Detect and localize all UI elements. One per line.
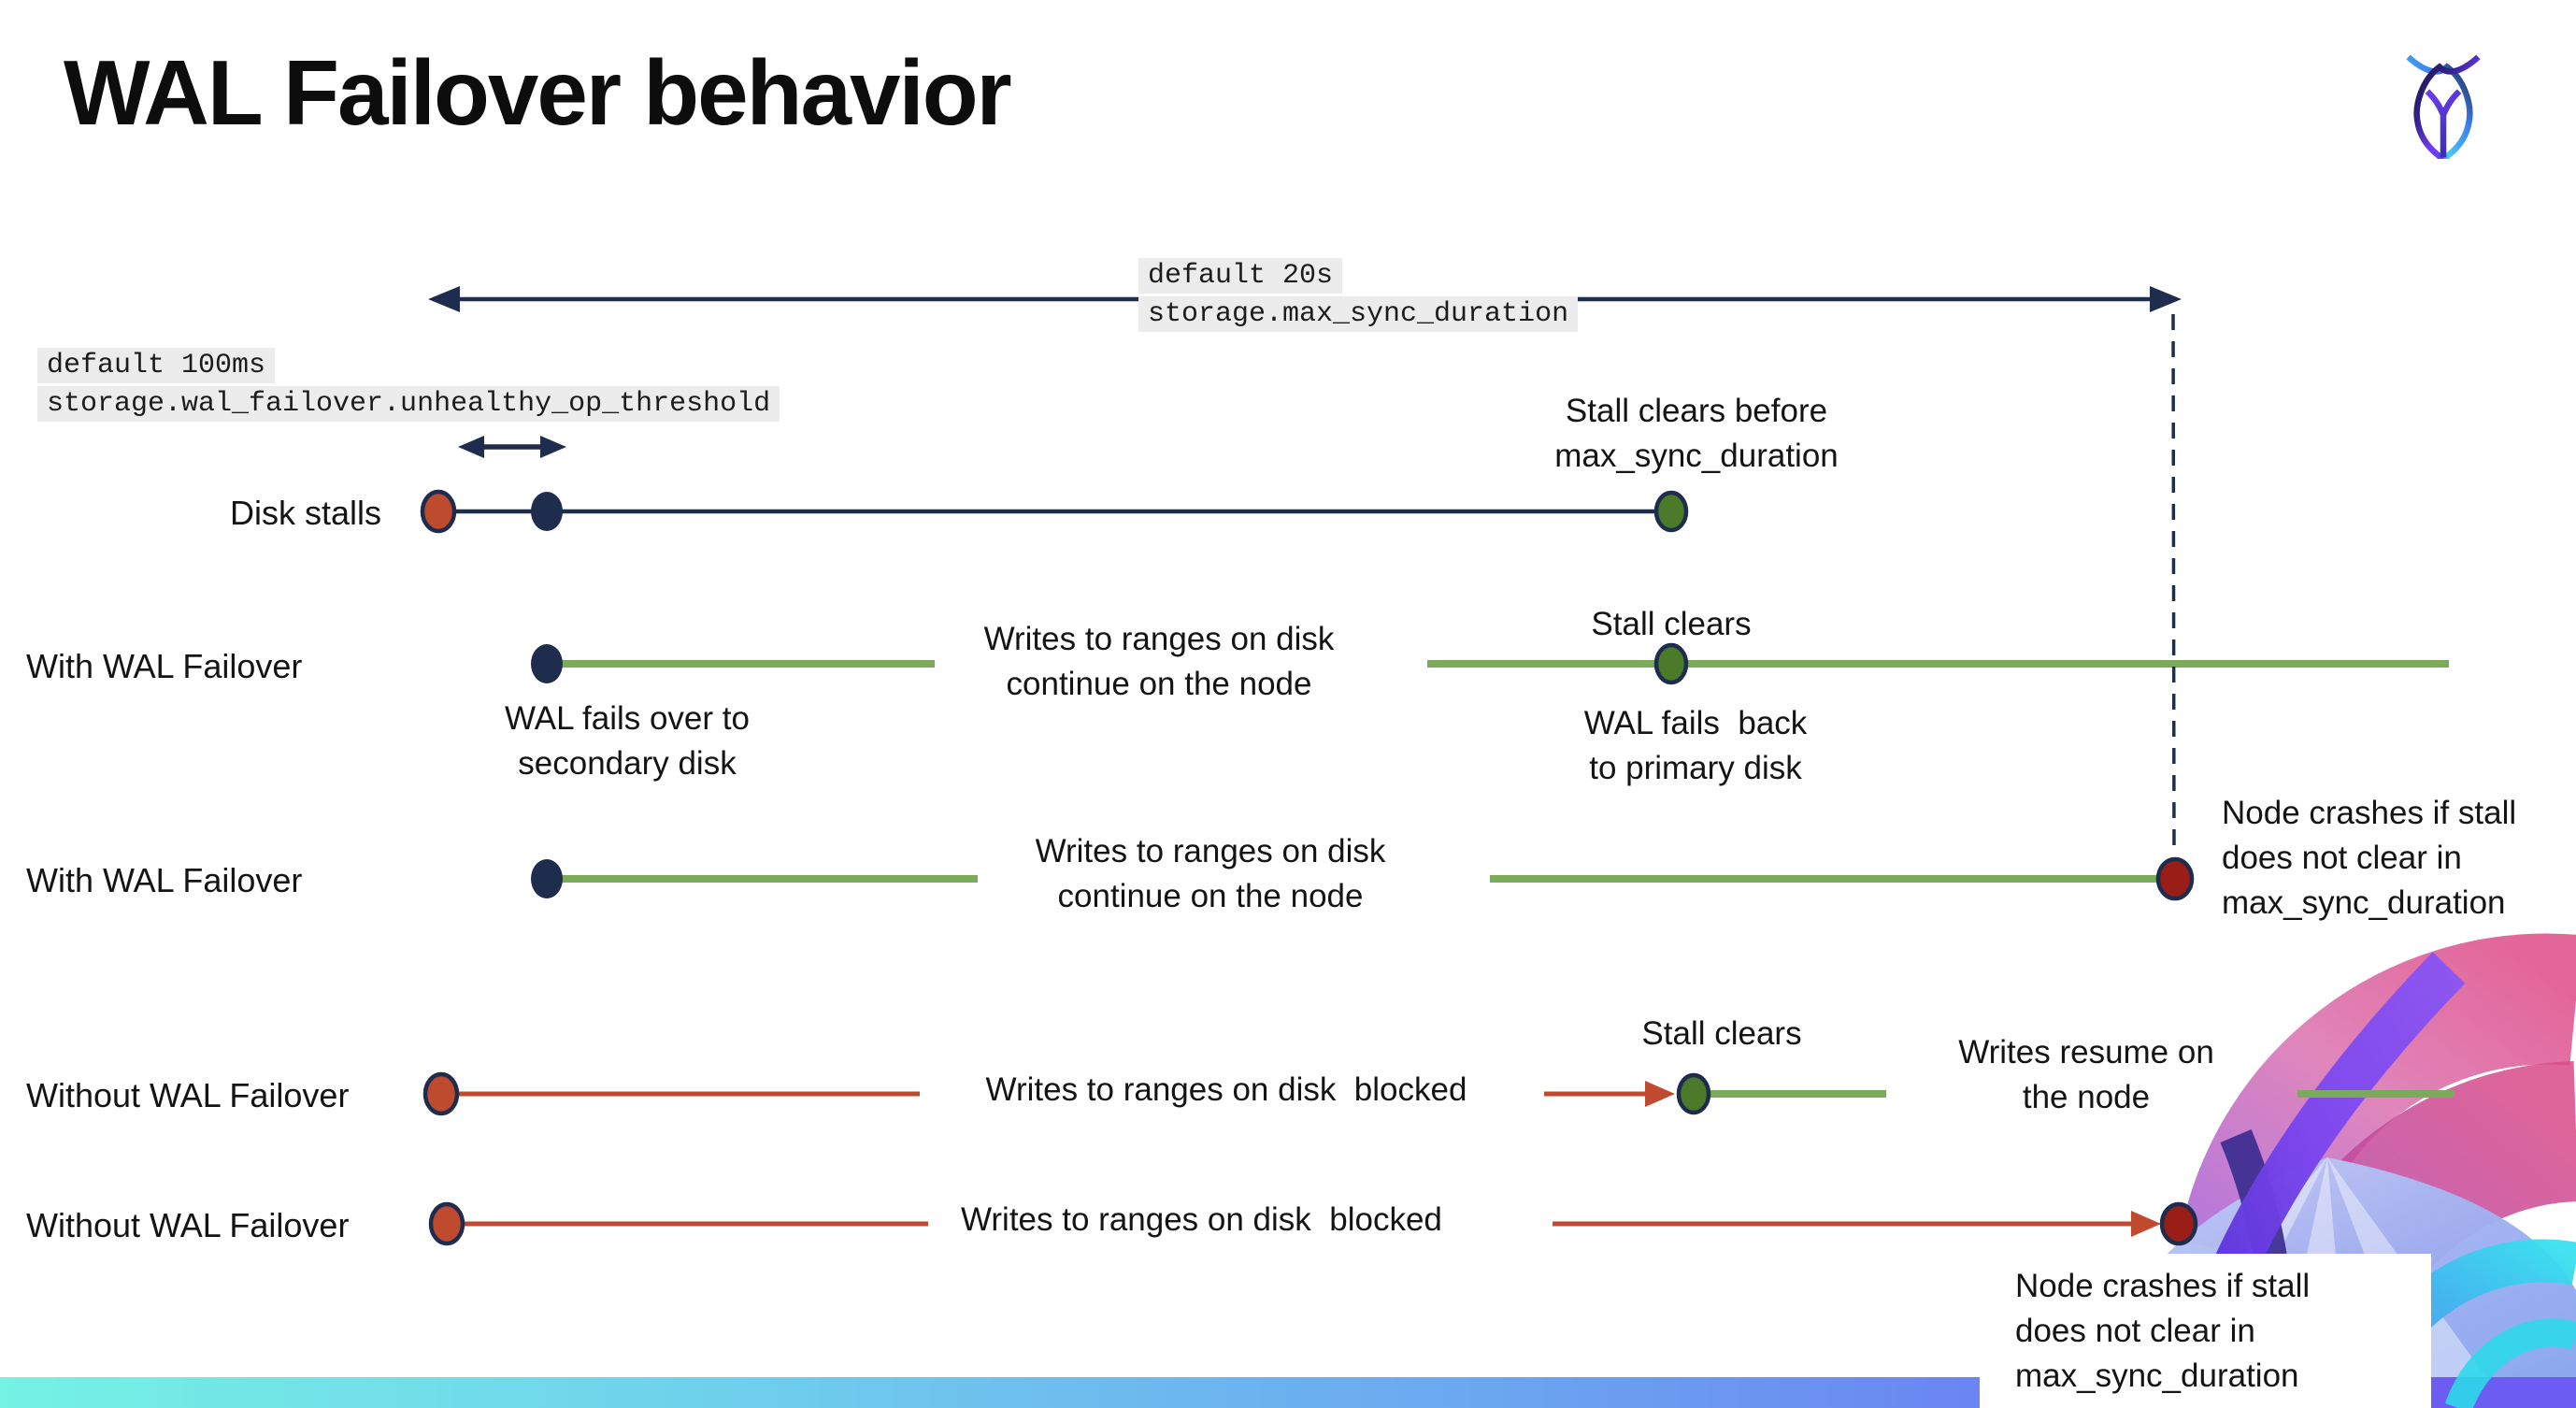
config-setting-name: storage.max_sync_duration [1138,296,1579,332]
note-card [1980,1254,2431,1408]
page-title: WAL Failover behavior [64,41,1012,144]
event-dot-failover [531,644,563,683]
annotation-writes-resume: Writes resume on the node [1958,1034,2214,1115]
config-setting-name: storage.wal_failover.unhealthy_op_thresh… [37,386,780,422]
event-dot-node-crash [2155,856,2195,901]
annotation-wal-fails-over: WAL fails over to secondary disk [505,700,750,782]
config-label-max-sync-duration: default 20s storage.max_sync_duration [1138,258,1579,332]
row-label-with-wal-failover-1: With WAL Failover [26,647,303,685]
annotation-node-crashes-2: Node crashes if stall does not clear in … [2015,1268,2311,1394]
row-label-disk-stalls: Disk stalls [230,494,382,532]
annotation-stall-clears-1: Stall clears [1591,606,1752,642]
event-dot-failback [1653,642,1689,685]
row-label-without-wal-failover-2: Without WAL Failover [26,1206,350,1244]
timeline-wal-failover-clears [531,642,2449,685]
cockroachdb-logo-icon [2406,54,2481,159]
annotation-writes-continue-2: Writes to ranges on disk continue on the… [1035,833,1386,914]
annotation-writes-blocked-1: Writes to ranges on disk blocked [985,1071,1467,1108]
event-dot-stall-clears-2 [1676,1072,1711,1115]
config-default-value: default 100ms [37,348,276,383]
row-label-without-wal-failover-1: Without WAL Failover [26,1076,350,1114]
timeline-disk-stalls [420,489,1689,534]
annotation-stall-clears-before: Stall clears before max_sync_duration [1554,393,1839,474]
annotation-writes-continue-1: Writes to ranges on disk continue on the… [983,621,1335,702]
annotation-stall-clears-2: Stall clears [1641,1015,1802,1052]
event-dot-failover-2 [531,859,563,898]
event-dot-stall-start-3 [428,1201,465,1246]
config-label-unhealthy-op-threshold: default 100ms storage.wal_failover.unhea… [37,348,780,422]
annotation-writes-blocked-2: Writes to ranges on disk blocked [961,1201,1442,1238]
unhealthy-op-threshold-arrow [458,436,566,458]
row-label-with-wal-failover-2: With WAL Failover [26,861,303,899]
config-default-value: default 20s [1138,258,1343,294]
annotation-wal-fails-back: WAL fails back to primary disk [1583,705,1808,786]
event-dot-stall-start [420,489,457,534]
event-dot-stall-clears [1653,490,1689,533]
dashed-connector [2171,313,2176,855]
annotation-node-crashes-1: Node crashes if stall does not clear in … [2222,795,2517,921]
event-dot-stall-start-2 [422,1071,460,1116]
event-dot-threshold [531,492,563,531]
